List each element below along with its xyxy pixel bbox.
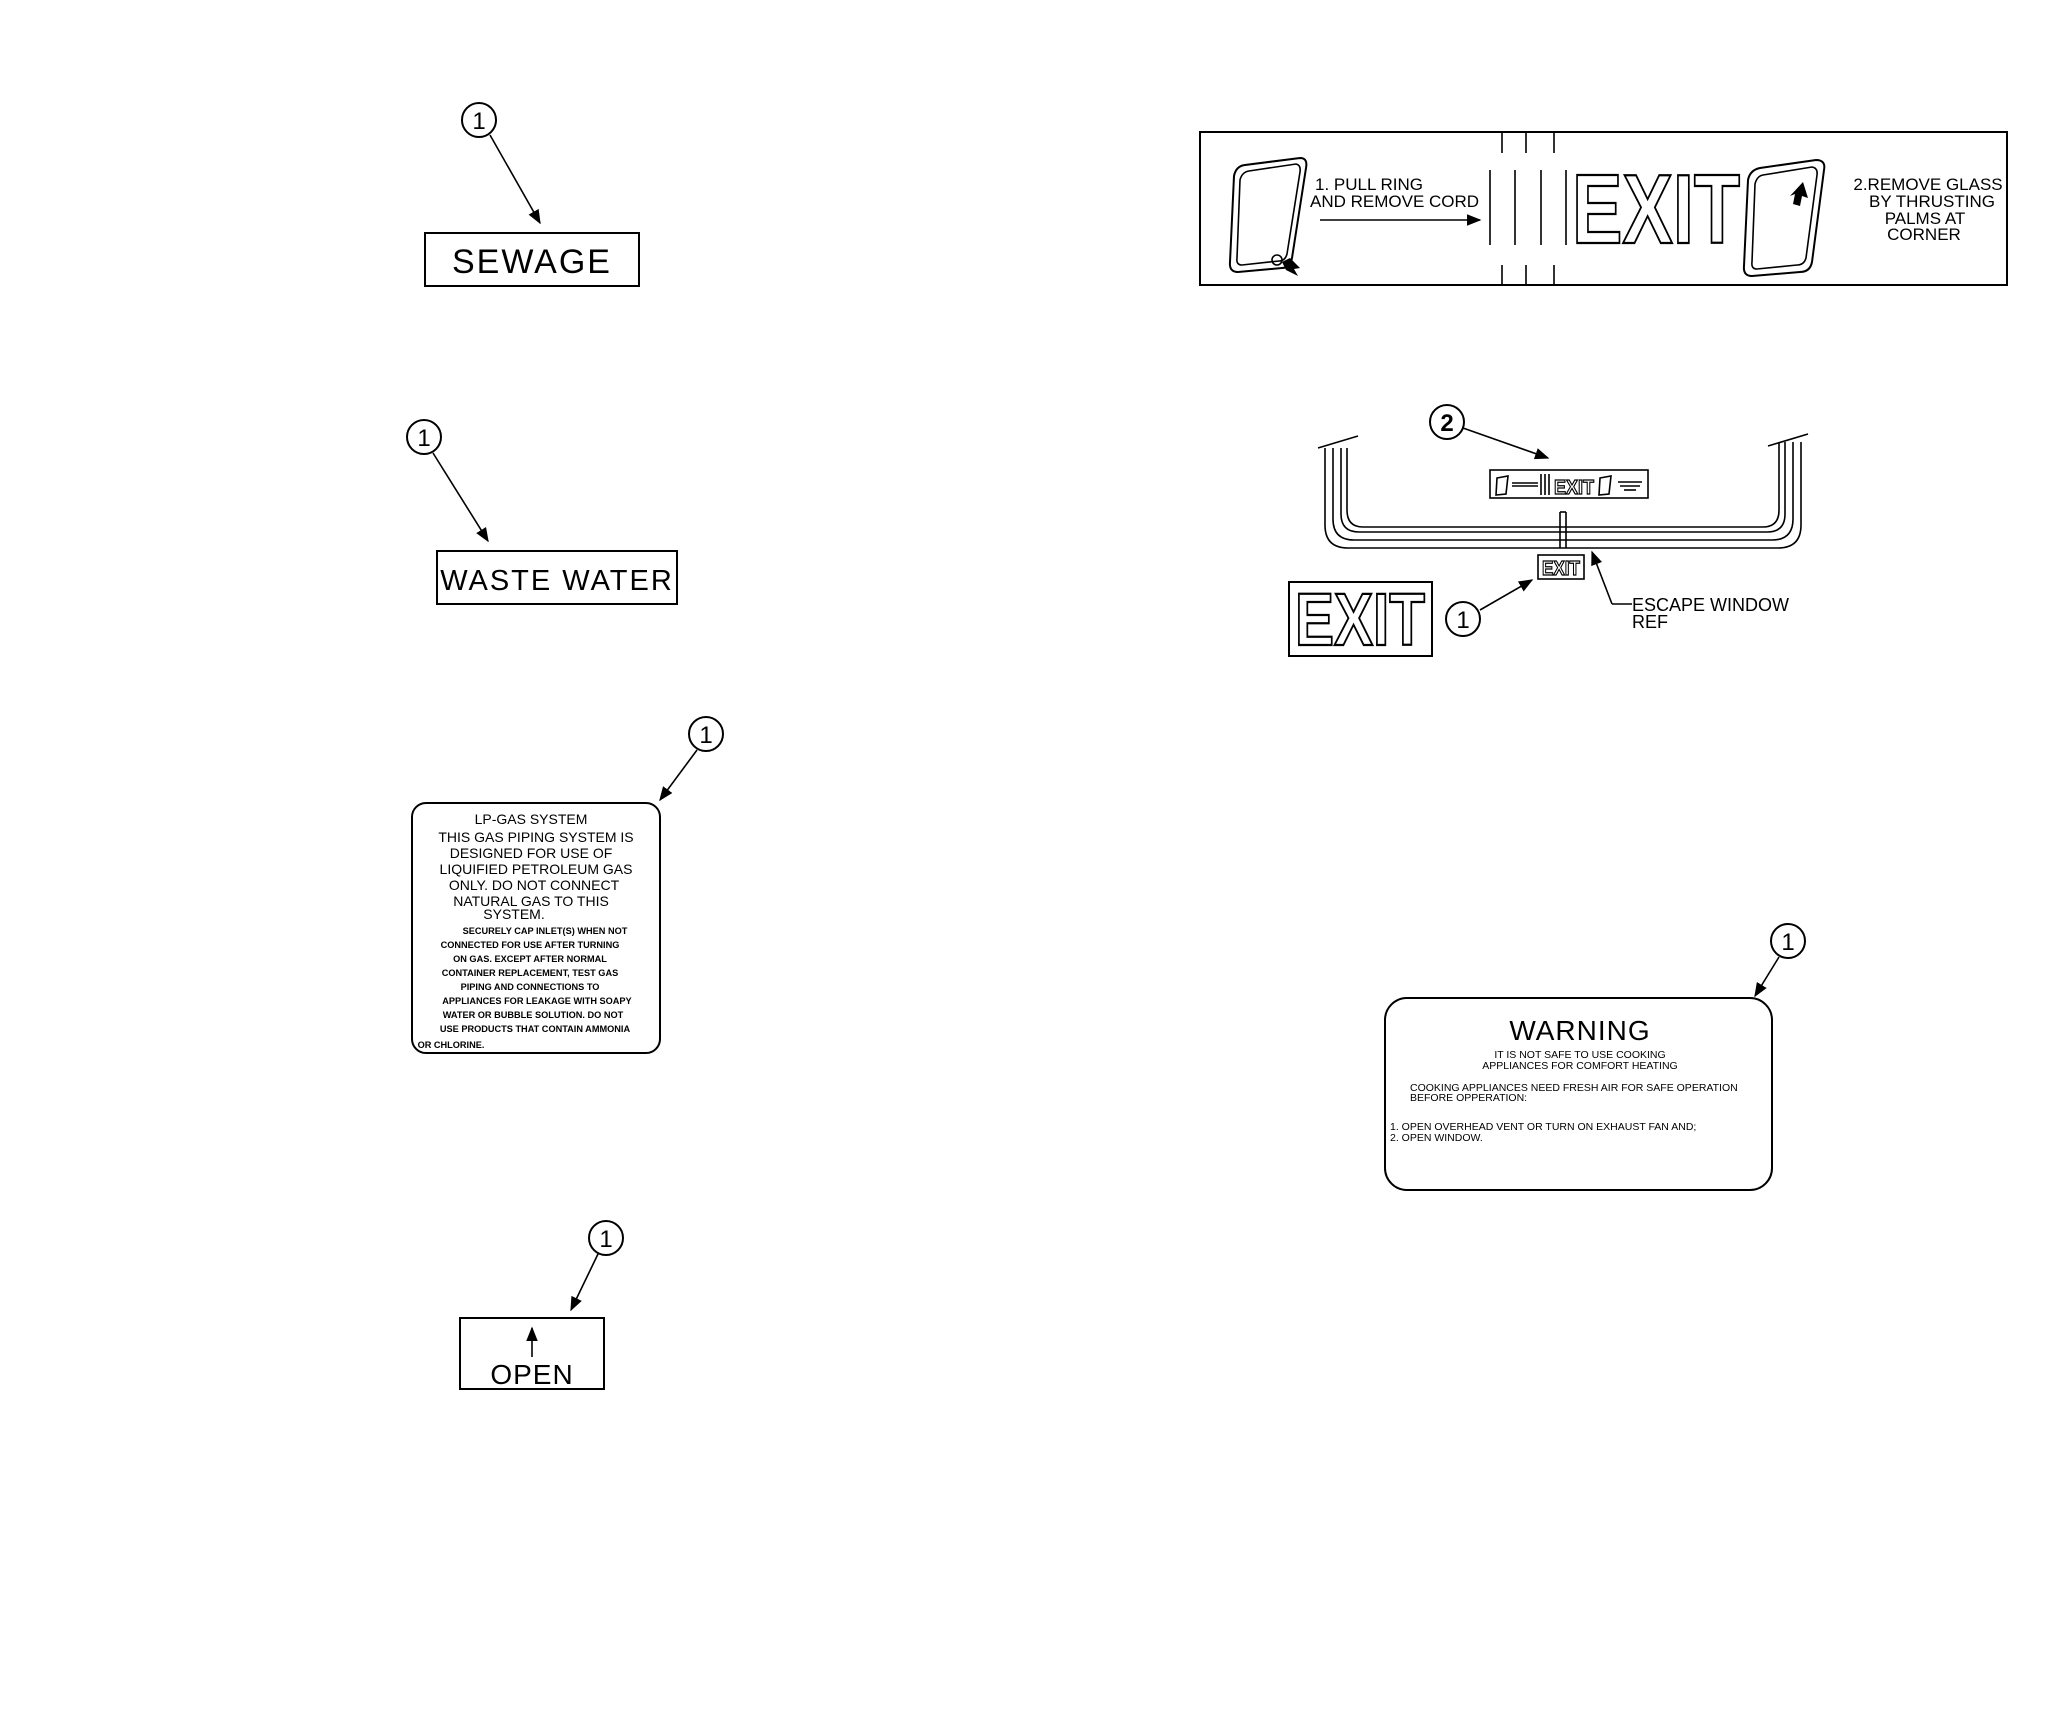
- svg-text:THIS GAS PIPING SYSTEM IS: THIS GAS PIPING SYSTEM IS: [438, 829, 633, 845]
- warning-title: WARNING: [1509, 1015, 1650, 1046]
- svg-text:NATURAL GAS TO THIS: NATURAL GAS TO THIS: [453, 893, 609, 909]
- window-glass-icon: [1742, 158, 1826, 278]
- svg-text:APPLIANCES FOR LEAKAGE WITH SO: APPLIANCES FOR LEAKAGE WITH SOAPY: [442, 996, 631, 1006]
- warning-line-2: APPLIANCES FOR COMFORT HEATING: [1482, 1060, 1677, 1072]
- svg-text:1: 1: [699, 722, 712, 749]
- svg-text:ON GAS. EXCEPT AFTER NORMAL: ON GAS. EXCEPT AFTER NORMAL: [453, 954, 607, 964]
- lp-gas-fine-print: SECURELY CAP INLET(S) WHEN NOT CONNECTED…: [418, 926, 632, 1050]
- sewage-decal: [424, 232, 640, 287]
- svg-text:SYSTEM.: SYSTEM.: [483, 906, 544, 922]
- escape-window-frame: [1317, 433, 1809, 549]
- callout-balloon: 1: [406, 419, 442, 455]
- callout-balloon: 1: [1770, 923, 1806, 959]
- lp-gas-main-text: THIS GAS PIPING SYSTEM IS DESIGNED FOR U…: [438, 829, 633, 922]
- small-exit-decal: [1537, 554, 1585, 580]
- svg-text:ONLY. DO NOT CONNECT: ONLY. DO NOT CONNECT: [449, 877, 620, 893]
- callout-balloon: 1: [688, 716, 724, 752]
- svg-text:REF: REF: [1632, 612, 1668, 632]
- leader-arrow: [570, 1253, 599, 1312]
- lp-gas-title: LP-GAS SYSTEM: [475, 811, 588, 827]
- callout-balloon: 1: [461, 102, 497, 138]
- svg-text:2: 2: [1440, 410, 1453, 437]
- svg-text:DESIGNED FOR USE OF: DESIGNED FOR USE OF: [450, 845, 613, 861]
- warning-item-2: 2. OPEN WINDOW.: [1390, 1132, 1483, 1144]
- mini-exit-strip: EXIT: [1489, 469, 1649, 500]
- svg-text:WATER OR BUBBLE SOLUTION. DO N: WATER OR BUBBLE SOLUTION. DO NOT: [443, 1010, 624, 1020]
- escape-window-ref-label: ESCAPE WINDOW REF: [1632, 595, 1789, 632]
- warning-decal-group: 1 WARNING IT IS NOT SAFE TO USE COOKING …: [1384, 923, 1806, 1191]
- svg-text:CONTAINER REPLACEMENT, TEST GA: CONTAINER REPLACEMENT, TEST GAS: [442, 968, 618, 978]
- svg-text:AND REMOVE CORD: AND REMOVE CORD: [1310, 192, 1479, 211]
- waste-water-decal-group: 1 WASTE WATER: [406, 419, 678, 605]
- svg-text:USE PRODUCTS THAT CONTAIN AMMO: USE PRODUCTS THAT CONTAIN AMMONIA: [440, 1024, 631, 1034]
- open-label: OPEN: [490, 1359, 573, 1390]
- leader-arrow: [1754, 956, 1780, 998]
- tear-strip-lines: [1489, 132, 1567, 285]
- svg-text:PALMS AT: PALMS AT: [1885, 209, 1966, 228]
- waste-water-label: WASTE WATER: [440, 565, 674, 597]
- svg-text:1. PULL RING: 1. PULL RING: [1315, 175, 1423, 194]
- leader-arrow: [1462, 427, 1550, 460]
- callout-balloon: 2: [1429, 404, 1465, 440]
- large-exit-decal: [1288, 581, 1433, 657]
- svg-text:BY THRUSTING: BY THRUSTING: [1869, 192, 1995, 211]
- warning-line-3: COOKING APPLIANCES NEED FRESH AIR FOR SA…: [1410, 1082, 1738, 1094]
- lp-gas-decal: [411, 802, 661, 1054]
- small-exit-label: EXIT: [1542, 558, 1580, 580]
- svg-text:1: 1: [1456, 607, 1469, 634]
- waste-water-decal: [436, 550, 678, 605]
- large-exit-label: EXIT: [1295, 578, 1425, 661]
- svg-text:1: 1: [1781, 929, 1794, 956]
- svg-text:SECURELY CAP INLET(S) WHEN NOT: SECURELY CAP INLET(S) WHEN NOT: [463, 926, 628, 936]
- svg-text:CONNECTED FOR USE AFTER TURNIN: CONNECTED FOR USE AFTER TURNING: [441, 940, 620, 950]
- svg-text:LIQUIFIED PETROLEUM GAS: LIQUIFIED PETROLEUM GAS: [440, 861, 633, 877]
- leader-arrow: [1479, 579, 1534, 611]
- svg-text:CORNER: CORNER: [1887, 225, 1961, 244]
- sewage-label: SEWAGE: [452, 243, 612, 281]
- svg-text:1: 1: [417, 425, 430, 452]
- open-decal-group: 1 OPEN: [459, 1220, 624, 1390]
- escape-window-leader: [1591, 550, 1613, 605]
- lp-gas-decal-group: 1 LP-GAS SYSTEM THIS GAS PIPING SYSTEM I…: [411, 716, 724, 1054]
- leader-arrow: [659, 749, 698, 802]
- pull-ring-instruction: 1. PULL RING AND REMOVE CORD: [1310, 175, 1479, 211]
- escape-window-assembly: EXIT 2 EXIT 1 EXIT ESCAPE WINDOW REF: [1288, 404, 1809, 662]
- svg-text:1: 1: [599, 1226, 612, 1253]
- sewage-decal-group: 1 SEWAGE: [424, 102, 640, 287]
- window-ring-icon: [1228, 156, 1308, 276]
- svg-text:ESCAPE WINDOW: ESCAPE WINDOW: [1632, 595, 1789, 615]
- leader-arrow: [489, 134, 541, 225]
- svg-text:PIPING AND CONNECTIONS TO: PIPING AND CONNECTIONS TO: [461, 982, 600, 992]
- callout-balloon: 1: [588, 1220, 624, 1256]
- remove-glass-instruction: 2.REMOVE GLASS BY THRUSTING PALMS AT COR…: [1853, 175, 2002, 244]
- warning-line-4: BEFORE OPPERATION:: [1410, 1092, 1527, 1104]
- svg-text:2.REMOVE GLASS: 2.REMOVE GLASS: [1853, 175, 2002, 194]
- exit-instruction-decal-group: 1. PULL RING AND REMOVE CORD EXIT 2.REMO…: [1199, 131, 2008, 286]
- warning-item-1: 1. OPEN OVERHEAD VENT OR TURN ON EXHAUST…: [1390, 1121, 1696, 1133]
- svg-text:OR CHLORINE.: OR CHLORINE.: [418, 1040, 485, 1050]
- exit-instruction-decal: [1199, 131, 2008, 286]
- svg-text:EXIT: EXIT: [1554, 477, 1594, 499]
- leader-arrow: [432, 452, 489, 543]
- svg-text:1: 1: [472, 108, 485, 135]
- exit-strip-word: EXIT: [1572, 154, 1740, 264]
- warning-decal: [1384, 997, 1773, 1191]
- warning-line-1: IT IS NOT SAFE TO USE COOKING: [1494, 1049, 1665, 1061]
- open-decal: [459, 1317, 605, 1390]
- callout-balloon: 1: [1445, 601, 1481, 637]
